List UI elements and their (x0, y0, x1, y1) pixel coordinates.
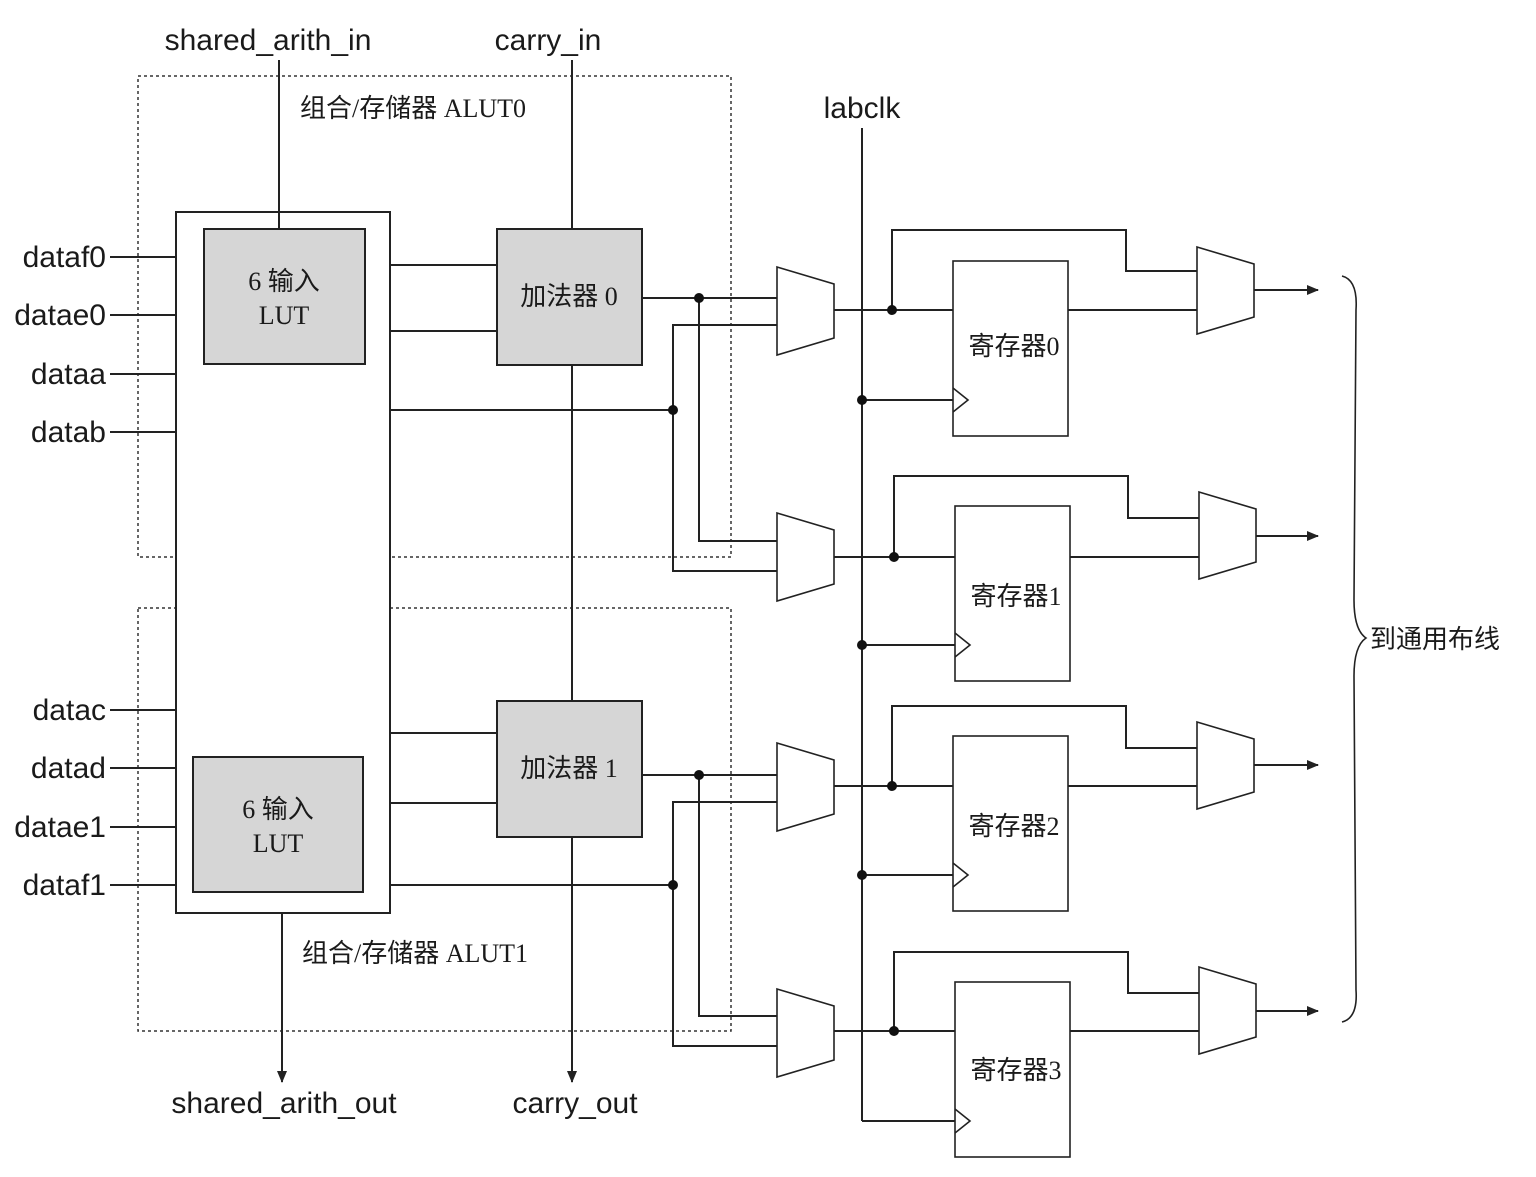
lut0-label-line2: LUT (259, 301, 310, 330)
mux-reg2-input (776, 741, 835, 833)
adder0-label: 加法器 0 (520, 282, 618, 311)
register-2 (952, 735, 1069, 912)
mux-reg3-output (1198, 965, 1257, 1056)
register-1 (954, 505, 1071, 682)
lut1-label-line2: LUT (253, 829, 304, 858)
mux-reg3-input (776, 987, 835, 1079)
bottom-mux-routing (390, 770, 777, 1047)
shared-arith-in-label: shared_arith_in (165, 24, 372, 57)
register3-label: 寄存器3 (970, 1056, 1061, 1085)
lut1-label-line1: 6 输入 (242, 795, 314, 824)
registers (952, 260, 1071, 1158)
mux-reg1-output (1198, 490, 1257, 581)
input-label-dataf1: dataf1 (23, 869, 106, 902)
input-label-dataf0: dataf0 (23, 241, 106, 274)
register0-label: 寄存器0 (968, 332, 1059, 361)
top-mux-routing (390, 293, 777, 572)
input-label-datae1: datae1 (14, 811, 106, 844)
register-0 (952, 260, 1069, 437)
carry-in-label: carry_in (495, 24, 602, 57)
carry-out-label: carry_out (512, 1087, 638, 1120)
register-output-wiring (1068, 309, 1199, 1032)
input-wires (110, 256, 176, 886)
adder1-block (496, 700, 643, 838)
lut0-block (203, 228, 366, 365)
arith-carry-wires (277, 60, 577, 1083)
mux-reg0-output (1196, 245, 1255, 336)
output-muxes (1196, 245, 1257, 1056)
mux-reg2-output (1196, 720, 1255, 811)
shared-arith-out-label: shared_arith_out (171, 1087, 397, 1120)
alut1-region (137, 607, 732, 1032)
lut0-label-line1: 6 输入 (248, 267, 320, 296)
output-note-label: 到通用布线 (1370, 625, 1500, 654)
input-label-datab: datab (31, 416, 106, 449)
register1-label: 寄存器1 (970, 582, 1061, 611)
input-label-datac: datac (33, 694, 106, 727)
mux-reg1-input (776, 511, 835, 603)
alut1-title: 组合/存储器 ALUT1 (302, 939, 528, 968)
mux-reg0-input (776, 265, 835, 357)
input-muxes (776, 265, 835, 1079)
labclk-wiring (857, 128, 955, 1122)
adder1-label: 加法器 1 (520, 754, 618, 783)
lut1-block (192, 756, 364, 893)
output-arrows (1254, 285, 1319, 1016)
labclk-label: labclk (824, 92, 902, 125)
register-3 (954, 981, 1071, 1158)
alut0-region (137, 75, 732, 558)
input-label-dataa: dataa (31, 358, 106, 391)
alut0-title: 组合/存储器 ALUT0 (300, 94, 526, 123)
output-brace (1341, 275, 1368, 1023)
register2-label: 寄存器2 (968, 812, 1059, 841)
input-label-datad: datad (31, 752, 106, 785)
lut-to-adder-wires (390, 264, 497, 804)
register-data-wiring (834, 229, 1199, 1036)
input-label-datae0: datae0 (14, 299, 106, 332)
